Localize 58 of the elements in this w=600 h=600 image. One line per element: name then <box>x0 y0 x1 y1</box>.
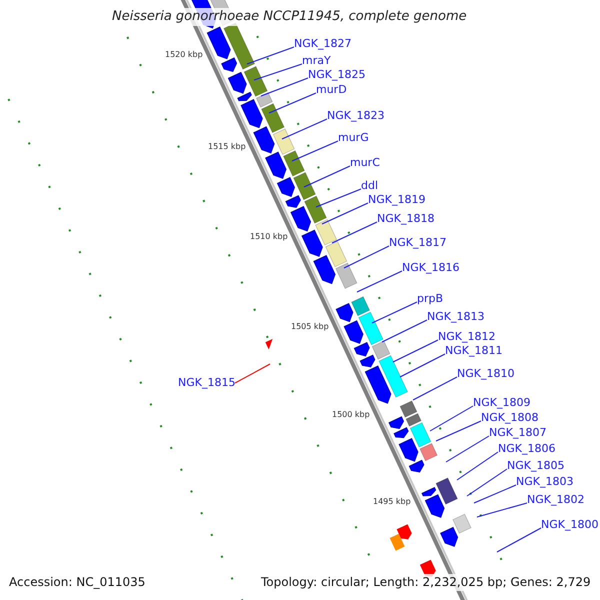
leader-line <box>446 436 490 462</box>
gene-label: NGK_1805 <box>507 459 564 472</box>
gene-label: NGK_1813 <box>427 310 484 323</box>
leader-line <box>292 140 338 162</box>
leader-line <box>372 302 418 324</box>
leader-line <box>474 484 516 504</box>
leader-line <box>254 64 302 80</box>
leader-line <box>400 354 446 378</box>
leader-line <box>344 246 390 268</box>
position-label: 1495 kbp <box>373 497 411 507</box>
position-label: 1505 kbp <box>291 322 329 332</box>
gene-label: NGK_1818 <box>377 212 434 225</box>
leader-line <box>282 118 328 140</box>
leader-line <box>268 92 316 114</box>
position-label: 1510 kbp <box>250 232 288 242</box>
gene-label: NGK_1807 <box>489 426 546 439</box>
position-label: 1520 kbp <box>165 50 203 60</box>
gene-label: NGK_1811 <box>445 344 502 357</box>
gene-label: NGK_1808 <box>481 411 538 424</box>
gene-label: NGK_1827 <box>294 37 352 50</box>
gene-label: mraY <box>302 54 331 67</box>
gene-label: ddl <box>361 179 378 192</box>
gene-label: NGK_1806 <box>498 442 556 455</box>
gene-label: murC <box>350 156 380 169</box>
leader-line <box>234 364 270 384</box>
gene-label: prpB <box>417 292 444 305</box>
leader-line <box>496 528 542 552</box>
leader-line <box>304 166 350 188</box>
position-label: 1500 kbp <box>332 410 370 420</box>
gene-label: NGK_1809 <box>473 396 530 409</box>
gene-label: NGK_1816 <box>402 261 460 274</box>
gene-label: NGK_1802 <box>527 493 584 506</box>
gene-label: NGK_1825 <box>308 68 366 81</box>
leader-line <box>466 468 508 496</box>
leader-line <box>356 270 402 292</box>
leader-line <box>382 320 428 342</box>
gene-label: NGK_1819 <box>368 193 426 206</box>
leader-line <box>316 188 362 208</box>
leader-line <box>456 452 498 480</box>
gene-label: NGK_1812 <box>438 330 496 343</box>
leader-line <box>436 420 482 442</box>
gene-label: murD <box>316 83 347 96</box>
leader-line <box>332 222 378 244</box>
gene-label: NGK_1810 <box>457 367 514 380</box>
leader-line <box>412 376 458 400</box>
position-label: 1515 kbp <box>208 142 246 152</box>
gene-label: NGK_1803 <box>516 475 574 488</box>
gene-label: NGK_1815 <box>178 376 236 389</box>
leader-line <box>430 406 474 432</box>
leader-line <box>246 46 294 64</box>
gene-label: NGK_1817 <box>389 236 446 249</box>
leader-line <box>260 78 308 96</box>
leader-line <box>476 502 528 518</box>
leader-line <box>322 202 368 224</box>
gene-label: NGK_1800 <box>541 518 598 531</box>
gene-label: murG <box>338 131 369 144</box>
gene-label: NGK_1823 <box>327 109 384 122</box>
leader-line <box>392 340 438 362</box>
